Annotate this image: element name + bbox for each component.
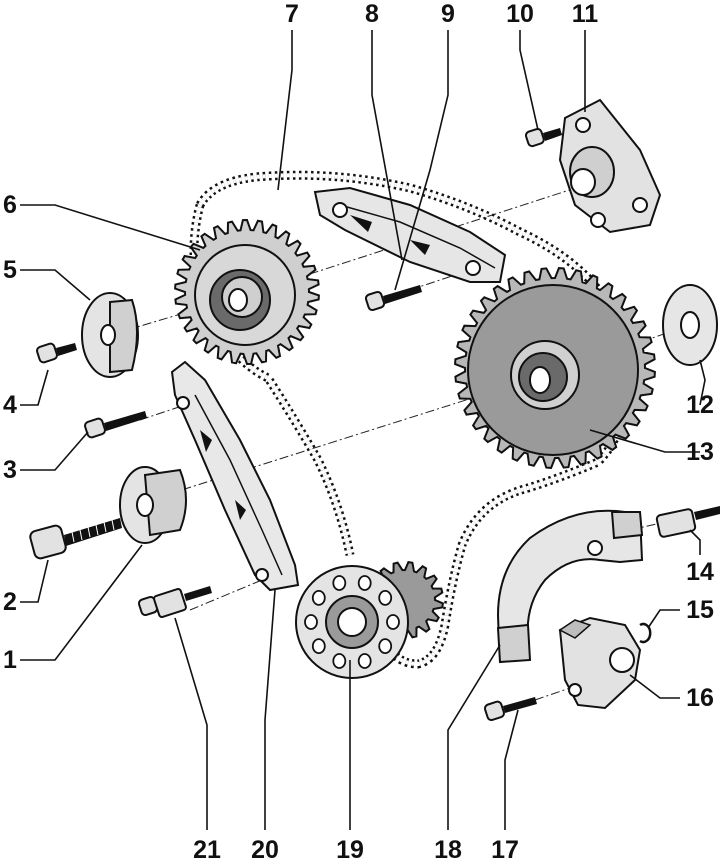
leader-lines [20,30,706,830]
bolt-2 [29,518,122,560]
camshaft-sprocket-left [174,218,320,366]
crank-disc-hole [332,575,347,591]
washer-12 [662,284,718,366]
callout-2: 2 [3,588,17,616]
tensioning-rail-left [170,360,300,592]
collar-washer-1 [119,466,187,544]
callout-3: 3 [3,456,17,484]
callout-8: 8 [365,0,379,28]
bolt-17 [483,697,537,722]
bolt-4 [36,342,77,364]
callout-5: 5 [3,256,17,284]
callout-10: 10 [506,0,534,28]
callout-9: 9 [441,0,455,28]
crank-disc-hole [304,614,318,630]
crank-disc-hole [311,638,326,654]
camshaft-sprocket-right [454,267,656,469]
callout-7: 7 [285,0,299,28]
callout-1: 1 [3,646,17,674]
callout-4: 4 [3,391,17,419]
callout-17: 17 [491,836,519,864]
callout-12: 12 [686,391,714,419]
callout-11: 11 [572,0,599,28]
bolt-3 [84,411,147,439]
crank-disc-hole [357,575,372,591]
crank-disc-hole [357,653,372,669]
callout-19: 19 [336,836,364,864]
callout-21: 21 [193,836,221,864]
upper-chain-guide [313,186,507,283]
chain-tensioner [558,616,642,710]
lower-chain-guide [496,509,644,664]
callout-20: 20 [251,836,279,864]
crank-disc-hole [311,590,326,606]
callout-14: 14 [686,558,714,586]
crankshaft-sprocket [295,560,445,679]
crank-disc-hole [386,614,400,630]
crank-disc-hole [378,590,393,606]
callout-6: 6 [3,191,17,219]
callout-16: 16 [686,684,714,712]
bolt-14 [655,506,720,538]
callout-13: 13 [686,438,714,466]
crank-disc-hole [332,653,347,669]
bolt-9 [364,285,422,312]
bolt-21 [137,586,212,619]
bolt-10 [524,127,562,148]
crank-disc-hole [378,638,393,654]
washer-5 [81,292,139,378]
circlip-15 [639,622,652,644]
cover-plate [558,98,662,234]
callout-15: 15 [686,596,714,624]
callout-labels: 7 8 9 10 11 6 5 4 3 2 1 12 13 14 15 16 1… [3,0,714,864]
callout-18: 18 [434,836,462,864]
